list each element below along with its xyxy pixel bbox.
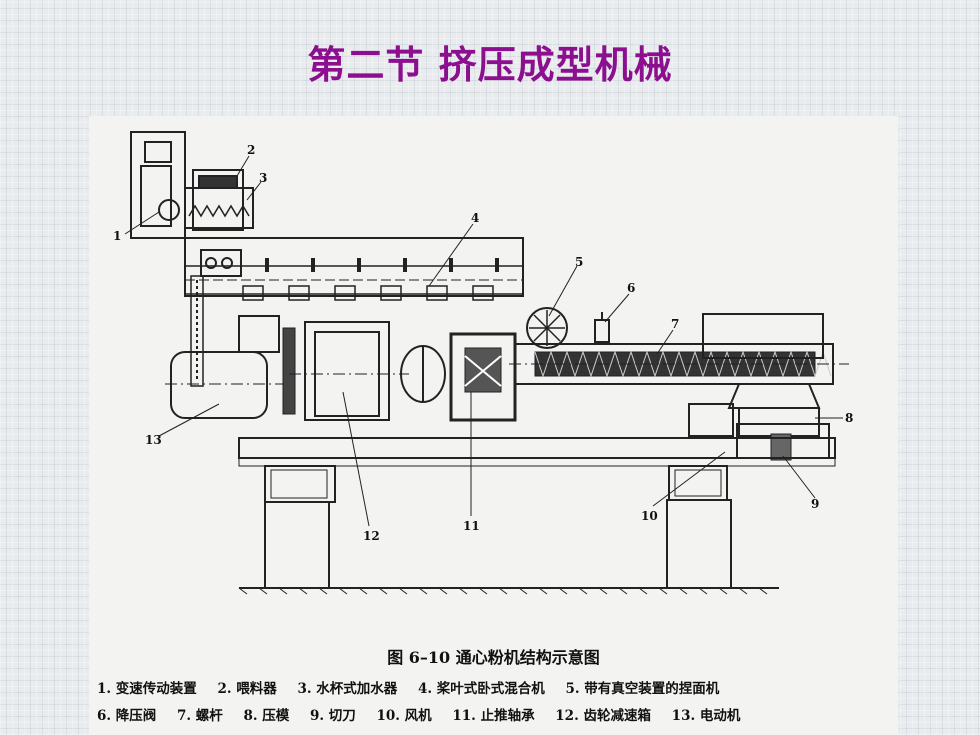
callout-1: 1 <box>113 229 121 243</box>
legend-item: 10. 风机 <box>376 708 432 724</box>
slide-title: 第二节 挤压成型机械 <box>307 42 673 87</box>
legend-item: 5. 带有真空装置的捏面机 <box>565 681 720 697</box>
legend-item: 8. 压模 <box>243 708 290 724</box>
legend-item: 3. 水杯式加水器 <box>297 681 398 697</box>
figure-panel: 1 2 3 4 5 6 7 8 9 10 11 12 13 图 6–10 通心粉… <box>89 116 898 735</box>
legend-item: 11. 止推轴承 <box>452 708 535 724</box>
legend-line-1: 1. 变速传动装置 2. 喂料器 3. 水杯式加水器 4. 桨叶式卧式混合机 5… <box>97 677 897 697</box>
callout-7: 7 <box>671 317 679 331</box>
callout-8: 8 <box>845 411 853 425</box>
callout-12: 12 <box>363 529 380 543</box>
callout-2: 2 <box>247 143 255 157</box>
legend-item: 9. 切刀 <box>310 708 356 724</box>
legend-item: 12. 齿轮减速箱 <box>555 708 651 724</box>
callout-4: 4 <box>471 211 479 225</box>
legend-item: 7. 螺杆 <box>177 708 223 724</box>
callout-13: 13 <box>145 433 162 447</box>
legend-item: 4. 桨叶式卧式混合机 <box>418 681 545 697</box>
legend-item: 2. 喂料器 <box>217 681 277 697</box>
macaroni-machine-diagram: 1 2 3 4 5 6 7 8 9 10 11 12 13 <box>113 131 853 595</box>
legend-item: 13. 电动机 <box>671 708 741 724</box>
legend-item: 6. 降压阀 <box>97 708 157 724</box>
callout-5: 5 <box>575 255 583 269</box>
callout-11: 11 <box>463 519 480 533</box>
callout-3: 3 <box>259 171 267 185</box>
callout-10: 10 <box>641 509 658 523</box>
legend-item: 1. 变速传动装置 <box>97 681 197 697</box>
figure-caption: 图 6–10 通心粉机结构示意图 <box>387 648 600 667</box>
callout-6: 6 <box>627 281 635 295</box>
callout-9: 9 <box>811 497 819 511</box>
legend-line-2: 6. 降压阀 7. 螺杆 8. 压模 9. 切刀 10. 风机 11. 止推轴承… <box>97 704 897 724</box>
